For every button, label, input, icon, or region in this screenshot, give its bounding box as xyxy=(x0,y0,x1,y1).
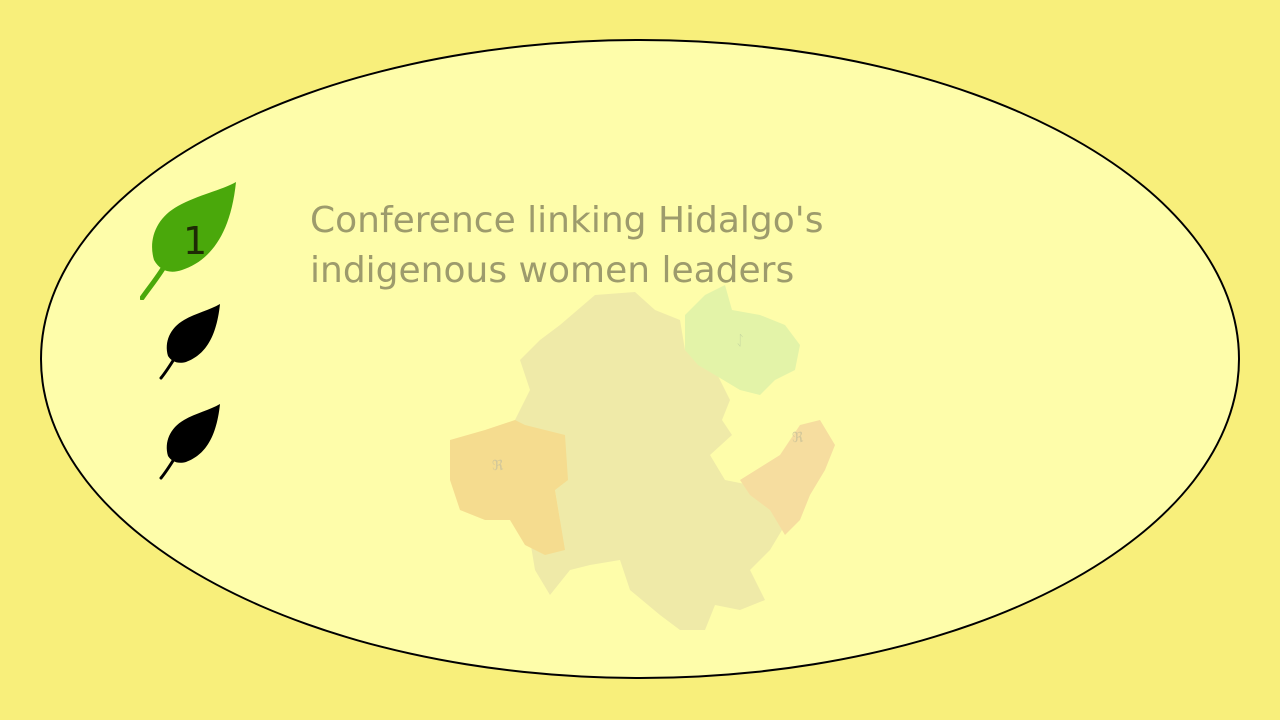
map-region-west xyxy=(450,420,568,555)
leaf-step-2-icon[interactable] xyxy=(158,302,222,380)
leaf-step-3-icon[interactable] xyxy=(158,402,222,480)
hidalgo-map-icon: ᛇ ℜ ℜ xyxy=(450,285,835,630)
leaf-step-1-icon[interactable] xyxy=(140,180,240,300)
map-mark-icon: ᛇ xyxy=(736,333,744,349)
map-region-north xyxy=(685,285,800,395)
map-mark-icon: ℜ xyxy=(792,430,804,446)
slide-title: Conference linking Hidalgo's indigenous … xyxy=(310,200,824,291)
step-number-1: 1 xyxy=(183,219,208,263)
map-region-east xyxy=(740,420,835,535)
map-mark-icon: ℜ xyxy=(492,458,504,474)
